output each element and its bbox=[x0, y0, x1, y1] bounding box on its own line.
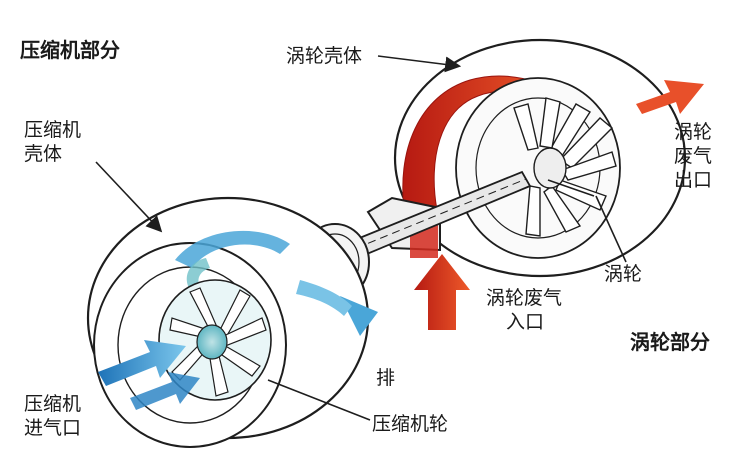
turbine-wheel-label: 涡轮 bbox=[604, 263, 643, 285]
cold-air-flow bbox=[175, 230, 378, 336]
compressor-inlet-label-line2: 进气口 bbox=[24, 417, 82, 439]
turbine-section-title: 涡轮部分 bbox=[630, 330, 710, 354]
turbine-exhaust-label-line1: 涡轮 bbox=[674, 121, 713, 143]
compressor-housing-label: 压缩机 壳体 bbox=[24, 118, 96, 166]
compressor-wheel-label: 压缩机轮 bbox=[372, 413, 449, 435]
turbine-exhaust-label-line2: 废气 bbox=[674, 145, 713, 167]
turbine-exhaust-arrow bbox=[636, 80, 704, 114]
leader-lines bbox=[95, 55, 627, 421]
turbine-inlet-label: 涡轮废气 入口 bbox=[486, 286, 582, 334]
compressor-housing-label-line1: 压缩机 bbox=[24, 119, 82, 141]
compressor-inlet-label: 压缩机 进气口 bbox=[24, 392, 96, 440]
turbine-inlet-label-line1: 涡轮废气 bbox=[486, 287, 563, 309]
compressor-housing-label-line2: 壳体 bbox=[24, 143, 63, 165]
compressor-section-title: 压缩机部分 bbox=[20, 38, 120, 62]
turbine-inlet-label-line2: 入口 bbox=[506, 311, 545, 333]
turbine-inlet-arrow bbox=[414, 254, 470, 330]
turbine-exhaust-label-line3: 出口 bbox=[674, 169, 713, 191]
exhaust-label: 排 bbox=[376, 367, 396, 389]
turbine-wheel bbox=[455, 77, 621, 259]
turbine-exhaust-label: 涡轮 废气 出口 bbox=[674, 120, 722, 192]
compressor-inlet-label-line1: 压缩机 bbox=[24, 393, 82, 415]
compressor-inlet-arrow bbox=[98, 340, 200, 410]
compressor-wheel bbox=[158, 279, 272, 401]
turbine-housing-label: 涡轮壳体 bbox=[286, 45, 363, 67]
